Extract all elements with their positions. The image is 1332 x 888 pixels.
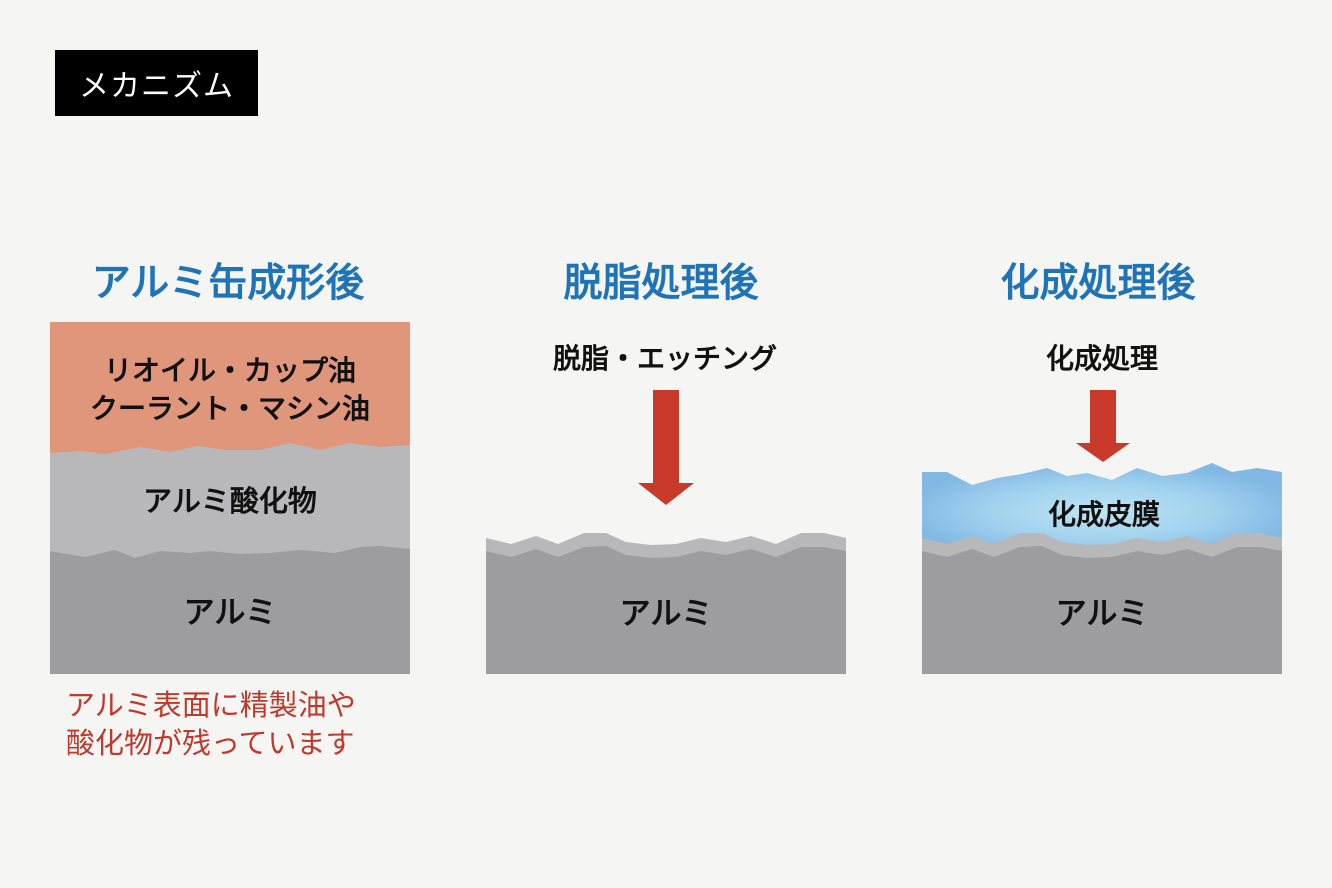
aluminum-label: アルミ	[1056, 596, 1149, 632]
panel-2-step-label: 脱脂・エッチング	[552, 342, 777, 375]
panel-2-diagram: アルミ	[486, 520, 846, 674]
panel-1-title: アルミ缶成形後	[91, 261, 365, 306]
conversion-film-layer	[922, 463, 1282, 552]
oil-layer	[50, 322, 410, 454]
panel-2-title: 脱脂処理後	[563, 261, 759, 306]
note-line-2: 酸化物が残っています	[66, 726, 355, 760]
panel-3-diagram: 化成皮膜 アルミ	[922, 460, 1282, 674]
note: アルミ表面に精製油や 酸化物が残っています	[66, 686, 356, 762]
panel-3-title: 化成処理後	[1000, 261, 1196, 306]
aluminum-base-layer	[486, 546, 846, 674]
aluminum-label: アルミ	[620, 596, 713, 632]
panel-2-arrow	[636, 390, 696, 506]
panel-3-step-label: 化成処理	[1045, 342, 1158, 375]
oxide-label: アルミ酸化物	[143, 484, 317, 518]
aluminum-base-layer	[922, 546, 1282, 674]
aluminum-label: アルミ	[184, 595, 277, 631]
oil-label-line-2: クーラント・マシン油	[90, 392, 370, 425]
down-arrow-icon	[638, 390, 694, 505]
section-tag: メカニズム	[55, 50, 258, 116]
panel-1-diagram: リオイル・カップ油 クーラント・マシン油 アルミ酸化物 アルミ	[50, 322, 410, 674]
panel-3-arrow	[1073, 390, 1133, 464]
oil-label-line-1: リオイル・カップ油	[104, 354, 356, 387]
down-arrow-icon	[1076, 390, 1130, 462]
conversion-film-label: 化成皮膜	[1048, 498, 1160, 531]
note-line-1: アルミ表面に精製油や	[66, 688, 356, 722]
